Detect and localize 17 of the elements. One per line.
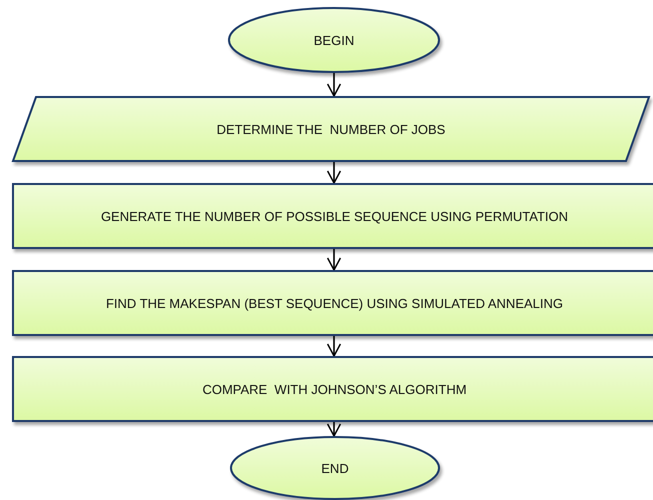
input-parallelogram xyxy=(12,96,650,162)
node-label: FIND THE MAKESPAN (BEST SEQUENCE) USING SIMULATED ANNEALING xyxy=(106,296,563,310)
process-box xyxy=(12,356,653,422)
node-label: BEGIN xyxy=(314,32,354,48)
process-box xyxy=(12,183,653,249)
node-label: COMPARE WITH JOHNSON’S ALGORITHM xyxy=(202,382,467,396)
node-label: END xyxy=(321,460,349,476)
node-label: GENERATE THE NUMBER OF POSSIBLE SEQUENCE USING PERMUTATION xyxy=(100,208,568,224)
process-box xyxy=(12,270,653,336)
arrow xyxy=(326,422,342,437)
arrow xyxy=(326,162,342,184)
arrow xyxy=(326,249,342,271)
terminal-oval xyxy=(228,7,440,73)
arrow xyxy=(326,73,342,97)
node-label: DETERMINE THE NUMBER OF JOBS xyxy=(216,122,446,136)
terminal-oval xyxy=(230,436,440,500)
arrow xyxy=(326,336,342,357)
